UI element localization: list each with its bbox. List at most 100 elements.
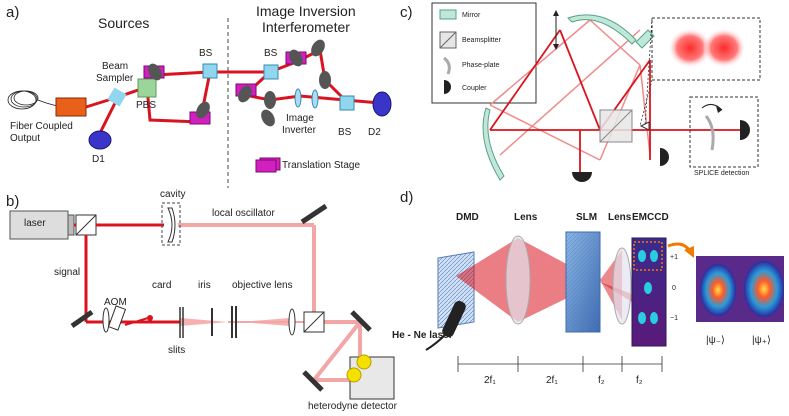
legend-coupler-icon [444,80,451,94]
mode-spot-right [702,28,746,68]
phaseplate-c [704,115,715,151]
bs-cube-2 [263,64,279,80]
label-pbs: PBS [136,100,157,111]
mirror-c-right [635,29,655,49]
label-bs-2: BS [264,48,278,59]
panel-b [9,202,395,400]
mirror-c-top [567,14,637,45]
mirror-b-1 [300,203,328,225]
label-distance-f2-a: f₂ [598,375,605,386]
legend-coupler-label: Coupler [462,85,487,92]
label-psi-minus: |ψ₋⟩ [706,335,725,346]
detector-photodiode-1 [356,354,372,370]
label-dmd: DMD [456,212,479,223]
label-distance-2f1-b: 2f₁ [546,375,558,386]
label-heterodyne-detector: heterodyne detector [308,401,397,412]
label-order-plus-one: +1 [670,254,678,261]
label-image-inverter-1: Image [286,113,314,124]
label-bs-3: BS [338,127,352,138]
label-objective-lens: objective lens [232,280,293,291]
fiber-coil-icon [7,90,59,110]
panel-d [425,231,784,372]
panel-b-tag: b) [6,193,20,210]
translation-arrow-c [553,44,559,50]
mode-psi-minus [700,264,736,316]
lens-b-1 [102,307,110,333]
mirrors-a [148,39,331,127]
lo-beam [178,223,362,382]
hene-laser [425,300,466,351]
label-laser: laser [24,218,46,229]
image-inverter-lenses [294,88,319,109]
lens-d-2 [612,247,632,325]
detector-d2 [372,91,392,117]
card-dot [147,315,153,321]
label-emccd: EMCCD [632,212,669,223]
panel-a-interferometer-title-1: Image Inversion [256,3,356,19]
detector-photodiode-2 [346,367,362,383]
label-image-inverter-2: Inverter [282,125,316,136]
label-slm: SLM [576,212,598,223]
label-d2: D2 [368,127,381,138]
label-local-oscillator: local oscillator [212,208,275,219]
bs-cube-3 [339,95,355,111]
label-aom: AOM [104,297,127,308]
mirror-b-3 [350,310,372,332]
detector-d1 [88,130,112,150]
coupler-right [740,120,750,140]
panel-a-sources-title: Sources [98,15,150,31]
beam-sampler [107,87,127,107]
label-cavity: cavity [160,189,186,200]
lens-d-1 [505,235,531,325]
label-hene-laser: He - Ne laser [392,330,453,341]
legend-mirror-label: Mirror [462,12,481,19]
label-translation-stage: Translation Stage [282,160,361,171]
beam-path-c-light [489,19,651,161]
label-fiber-coupled: Fiber Coupled [10,121,73,132]
label-beam-sampler-2: Sampler [96,73,134,84]
label-lens-1: Lens [514,212,538,223]
coupler-bottom [572,172,592,182]
bs-cube-1 [202,63,218,79]
panel-c [431,2,761,182]
legend-phaseplate-label: Phase-plate [462,62,500,69]
label-card: card [152,280,172,291]
panel-c-tag: c) [400,4,413,21]
label-fiber-output: Output [10,133,41,144]
legend-beamsplitter-label: Beamsplitter [462,37,501,44]
mode-psi-plus [744,261,784,317]
cavity-mirror [167,207,176,243]
mirror-b-4 [302,370,324,392]
distance-markers [457,356,663,372]
mirror-c-left [482,107,505,181]
aom-box [107,305,127,331]
label-slits: slits [168,345,186,356]
beam-path-a [85,47,381,134]
panel-a [7,18,392,188]
splice-detection-box [689,96,759,168]
legend-phaseplate-icon [443,56,451,75]
label-iris: iris [198,280,211,291]
panel-d-tag: d) [400,189,414,206]
label-order-zero: 0 [672,285,676,292]
beam-path-b [74,223,180,324]
label-beam-sampler-1: Beam [102,61,129,72]
label-signal: signal [54,267,81,278]
emccd-spots [638,250,658,324]
label-bs-1: BS [199,48,213,59]
label-lens-2: Lens [608,212,632,223]
focus-cone-1 [180,318,228,326]
translation-stages [143,51,307,171]
label-psi-plus: |ψ₊⟩ [752,335,771,346]
mirror-b-2 [70,309,94,329]
panel-a-interferometer-title-2: Interferometer [262,19,350,35]
legend-stage-swatch [255,159,277,173]
label-splice-detection: SPLICE detection [694,170,750,177]
emccd-selection-box [633,241,663,271]
label-d1: D1 [92,154,105,165]
objective-lens [288,308,296,336]
panel-a-tag: a) [6,4,20,21]
label-distance-f2-b: f₂ [636,375,643,386]
